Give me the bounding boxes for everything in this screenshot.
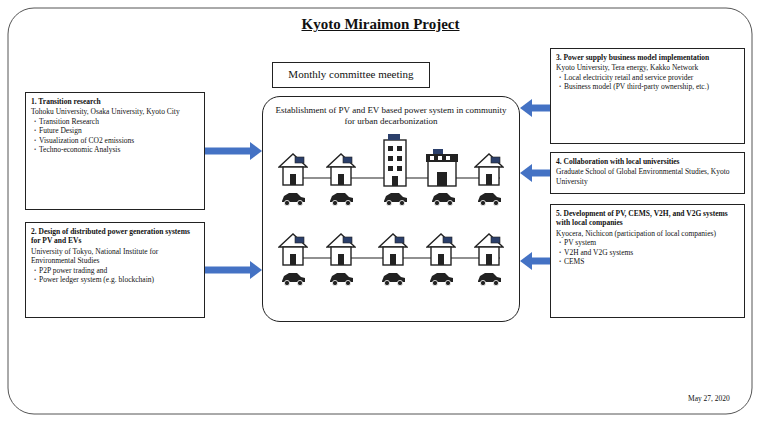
house-icon xyxy=(475,154,503,185)
box-text: Tohoku University, Osaka University, Kyo… xyxy=(31,107,199,116)
box-text: ・Visualization of CO2 emissions xyxy=(31,136,199,145)
box-text: University of Tokyo, National Institute … xyxy=(31,247,199,266)
business-box: 3. Power supply business model implement… xyxy=(550,48,745,144)
shop-icon xyxy=(426,149,458,186)
box-text: Establishment of PV and EV based power s… xyxy=(275,105,507,128)
outer-frame xyxy=(8,8,752,414)
box-text: ・Business model (PV third-party ownershi… xyxy=(556,82,739,91)
block-arrow xyxy=(532,170,550,177)
box-heading: 1. Transition research xyxy=(31,97,199,106)
building-icon xyxy=(384,134,406,186)
box-text: Monthly committee meeting xyxy=(279,68,423,82)
box-text: ・P2P power trading and xyxy=(31,266,199,275)
research-box: 1. Transition researchTohoku University,… xyxy=(25,92,205,210)
diagram-title: Kyoto Miraimon Project xyxy=(0,16,761,33)
box-text: ・Local electricity retail and service pr… xyxy=(556,73,739,82)
house-icon xyxy=(327,234,355,265)
car-icon xyxy=(384,193,407,206)
university-box: 4. Collaboration with local universities… xyxy=(550,152,745,194)
block-arrow xyxy=(205,148,250,155)
box-text: Kyocera, Nichicon (participation of loca… xyxy=(556,229,739,238)
box-heading: 4. Collaboration with local universities xyxy=(556,157,739,166)
house-icon xyxy=(427,234,455,265)
car-icon xyxy=(382,273,405,286)
car-icon xyxy=(282,193,305,206)
design-box: 2. Design of distributed power generatio… xyxy=(25,222,205,318)
development-box: 5. Development of PV, CEMS, V2H, and V2G… xyxy=(550,204,745,318)
community-box: Establishment of PV and EV based power s… xyxy=(262,96,520,322)
box-text: ・Power ledger system (e.g. blockchain) xyxy=(31,275,199,284)
car-icon xyxy=(430,273,453,286)
box-text: Kyoto University, Tera energy, Kakko Net… xyxy=(556,63,739,72)
house-icon xyxy=(475,234,503,265)
box-text: ・CEMS xyxy=(556,257,739,266)
car-icon xyxy=(478,273,501,286)
block-arrow xyxy=(532,105,550,112)
box-text: ・Techno-economic Analysis xyxy=(31,145,199,154)
car-icon xyxy=(330,193,353,206)
car-icon xyxy=(330,273,353,286)
box-text: ・V2H and V2G systems xyxy=(556,248,739,257)
box-text: ・Future Design xyxy=(31,126,199,135)
house-icon xyxy=(279,234,307,265)
box-heading: 5. Development of PV, CEMS, V2H, and V2G… xyxy=(556,209,739,228)
date-note: May 27, 2020 xyxy=(688,394,730,403)
house-icon xyxy=(379,234,407,265)
box-text: ・Transition Research xyxy=(31,117,199,126)
house-icon xyxy=(327,154,355,185)
block-arrow xyxy=(205,267,250,274)
block-arrow xyxy=(532,258,550,265)
car-icon xyxy=(282,273,305,286)
box-heading: 3. Power supply business model implement… xyxy=(556,53,739,62)
car-icon xyxy=(432,193,455,206)
box-text: ・PV system xyxy=(556,238,739,247)
box-text: Graduate School of Global Environmental … xyxy=(556,167,739,186)
box-heading: 2. Design of distributed power generatio… xyxy=(31,227,199,246)
house-icon xyxy=(279,154,307,185)
car-icon xyxy=(478,193,501,206)
committee-box: Monthly committee meeting xyxy=(272,62,430,88)
